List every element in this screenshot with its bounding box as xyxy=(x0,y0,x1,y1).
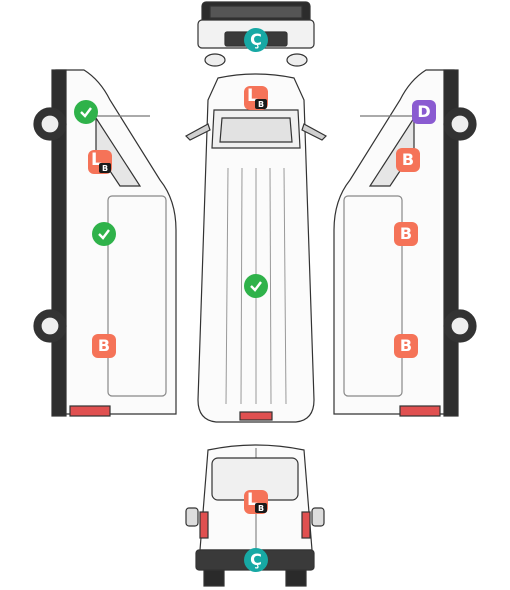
marker-label-l: L xyxy=(247,86,258,106)
marker-label-l: L xyxy=(91,150,102,170)
marker-label: B xyxy=(399,224,413,243)
marker-label-b: B xyxy=(255,99,267,109)
marker-label: B xyxy=(97,336,111,355)
rear-cedilla-marker[interactable]: Ç xyxy=(244,548,268,572)
front-cedilla-marker[interactable]: Ç xyxy=(244,28,268,52)
marker-label: B xyxy=(399,336,413,355)
rear-lb-marker[interactable]: L B xyxy=(244,490,268,514)
left-check-top-marker[interactable] xyxy=(74,100,98,124)
roof-check-marker[interactable] xyxy=(244,274,268,298)
check-icon xyxy=(250,281,262,292)
roof-lb-marker[interactable]: L B xyxy=(244,86,268,110)
check-icon xyxy=(80,107,92,118)
right-b-marker-3[interactable]: B xyxy=(394,334,418,358)
left-b-bottom-marker[interactable]: B xyxy=(92,334,116,358)
marker-label-b: B xyxy=(99,163,111,173)
marker-label: B xyxy=(401,150,415,169)
right-b-marker-2[interactable]: B xyxy=(394,222,418,246)
van-left-side-view xyxy=(33,69,177,417)
right-b-marker-1[interactable]: B xyxy=(396,148,420,172)
marker-label-l: L xyxy=(247,490,258,510)
marker-label: D xyxy=(417,102,431,121)
check-icon xyxy=(98,229,110,240)
marker-label: Ç xyxy=(250,30,262,49)
left-check-mid-marker[interactable] xyxy=(92,222,116,246)
left-lb-marker[interactable]: L B xyxy=(88,150,112,174)
van-top-view xyxy=(185,73,327,423)
right-d-marker[interactable]: D xyxy=(412,100,436,124)
marker-label-b: B xyxy=(255,503,267,513)
marker-label: Ç xyxy=(250,550,262,569)
